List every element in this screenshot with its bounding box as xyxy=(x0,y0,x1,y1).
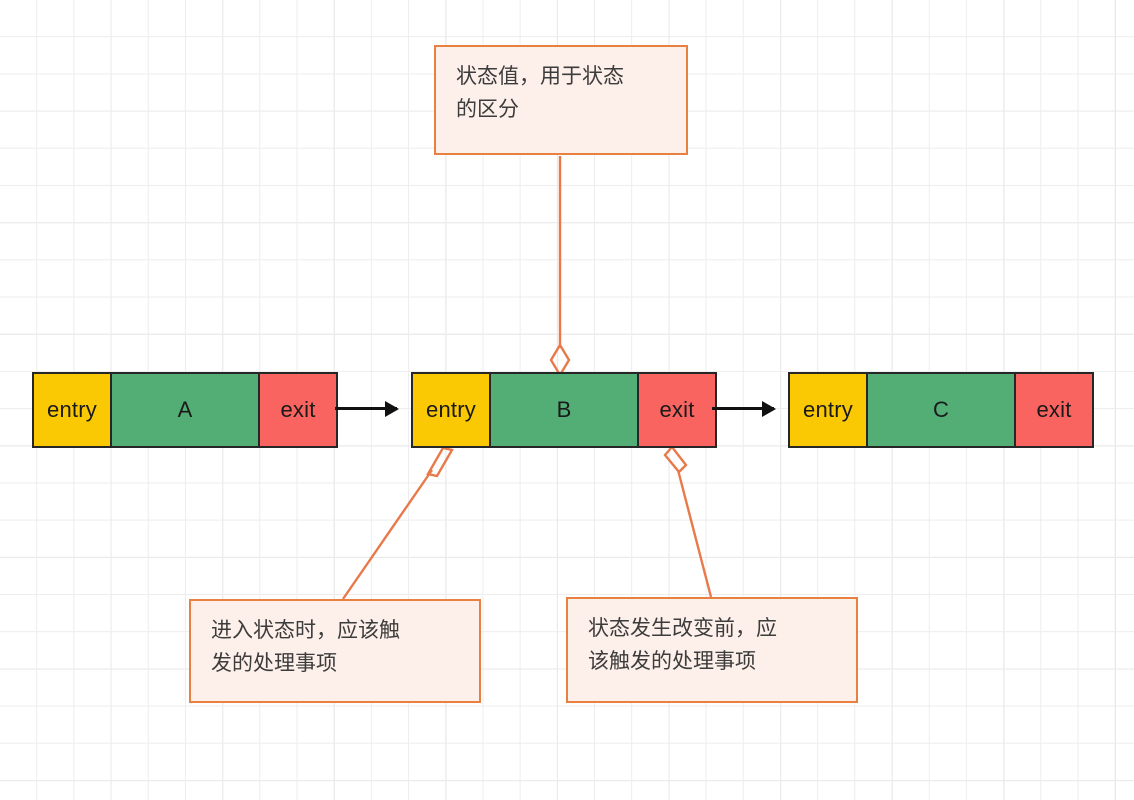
state-b-exit-label: exit xyxy=(659,397,695,422)
connector-on-exit xyxy=(663,445,713,598)
transition-arrow-b-to-c xyxy=(712,407,774,410)
state-a-entry-label: entry xyxy=(47,397,97,422)
connector-on-entry xyxy=(342,446,454,600)
state-b-entry-label: entry xyxy=(426,397,476,422)
state-b-entry-segment[interactable]: entry xyxy=(413,374,491,446)
state-b-body-segment[interactable]: B xyxy=(491,374,639,446)
state-block-c[interactable]: entry C exit xyxy=(788,372,1094,448)
state-c-name-label: C xyxy=(932,397,950,422)
transition-arrow-a-to-b xyxy=(335,407,397,410)
callout-on-exit[interactable]: 状态发生改变前，应 该触发的处理事项 xyxy=(566,597,858,703)
state-a-exit-label: exit xyxy=(280,397,316,422)
state-block-a[interactable]: entry A exit xyxy=(32,372,338,448)
state-c-body-segment[interactable]: C xyxy=(868,374,1016,446)
state-a-entry-segment[interactable]: entry xyxy=(34,374,112,446)
state-c-exit-label: exit xyxy=(1036,397,1072,422)
callout-on-entry[interactable]: 进入状态时，应该触 发的处理事项 xyxy=(189,599,481,703)
callout-state-value[interactable]: 状态值，用于状态 的区分 xyxy=(434,45,688,155)
state-c-exit-segment[interactable]: exit xyxy=(1016,374,1092,446)
state-a-exit-segment[interactable]: exit xyxy=(260,374,336,446)
state-b-name-label: B xyxy=(556,397,572,422)
state-c-entry-label: entry xyxy=(803,397,853,422)
state-b-exit-segment[interactable]: exit xyxy=(639,374,715,446)
state-block-b[interactable]: entry B exit xyxy=(411,372,717,448)
state-a-name-label: A xyxy=(177,397,193,422)
state-c-entry-segment[interactable]: entry xyxy=(790,374,868,446)
state-a-body-segment[interactable]: A xyxy=(112,374,260,446)
connector-state-value xyxy=(549,156,571,378)
